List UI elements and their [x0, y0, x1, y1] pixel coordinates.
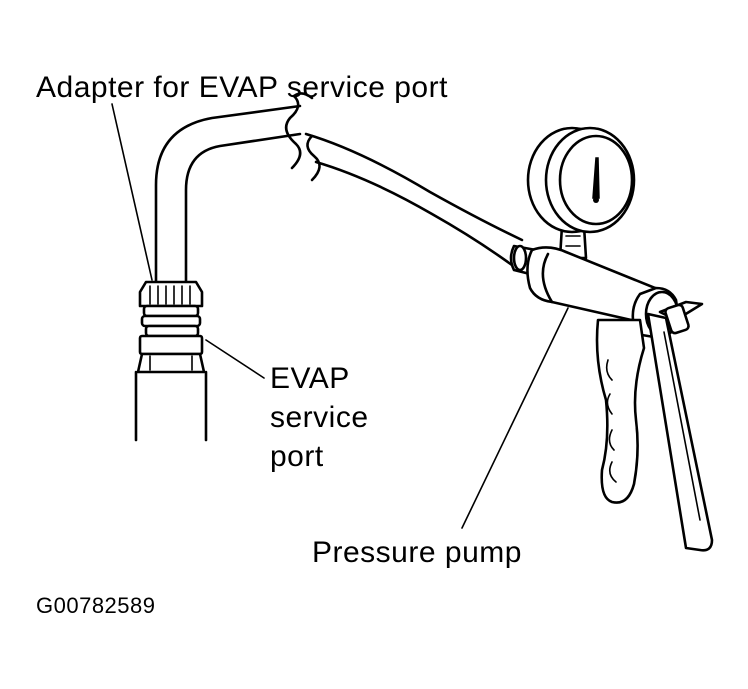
leader-evap-port	[205, 339, 265, 379]
evap-port-label-line2: service	[270, 401, 369, 434]
hose-break-mark	[284, 92, 321, 182]
evap-port-label-line1: EVAP	[270, 362, 350, 395]
evap-service-port	[134, 334, 208, 442]
hose-right-segment	[304, 132, 524, 270]
adapter-label: Adapter for EVAP service port	[36, 71, 448, 104]
evap-port-label-line3: port	[270, 440, 324, 473]
evap-adapter	[138, 280, 204, 338]
pressure-pump-label: Pressure pump	[312, 536, 522, 569]
figure-id: G00782589	[36, 593, 156, 618]
leader-adapter	[111, 103, 153, 281]
hose-left-segment	[154, 104, 302, 287]
pressure-pump	[509, 126, 714, 552]
leader-lines	[111, 103, 569, 529]
leader-pump	[461, 307, 569, 529]
